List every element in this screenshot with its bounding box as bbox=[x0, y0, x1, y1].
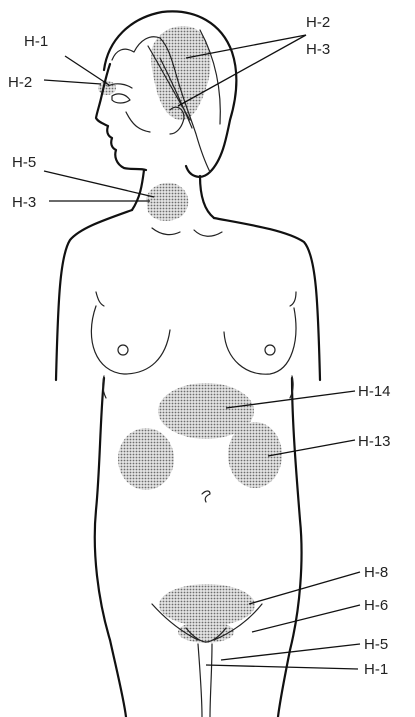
right-nipple bbox=[265, 345, 275, 355]
right-shoulder-arm bbox=[214, 218, 320, 380]
label-head-right-lower: H-3 bbox=[306, 41, 330, 58]
leader-lines bbox=[44, 35, 360, 669]
collarbone-left bbox=[152, 228, 180, 235]
cheek-line bbox=[126, 112, 150, 132]
zone-throat bbox=[146, 183, 188, 221]
left-breast bbox=[91, 306, 170, 374]
right-torso-side bbox=[278, 378, 302, 717]
inner-leg-left bbox=[198, 644, 202, 717]
left-nipple bbox=[118, 345, 128, 355]
label-pelvis-lower: H-5 bbox=[364, 636, 388, 653]
zone-temple bbox=[151, 26, 210, 120]
leader-pelvis-bottom bbox=[206, 665, 358, 669]
label-neck-upper: H-5 bbox=[12, 154, 36, 171]
inner-leg-right bbox=[210, 644, 212, 717]
leader-head-left-upper bbox=[65, 56, 109, 85]
face-profile bbox=[96, 64, 146, 170]
right-breast bbox=[224, 308, 296, 374]
zone-labels: H-1 H-2 H-2 H-3 H-5 H-3 H-14 H-13 H-8 H-… bbox=[8, 14, 391, 678]
leader-pelvis-middle bbox=[252, 605, 360, 632]
leader-neck-upper bbox=[44, 171, 154, 197]
zone-pelvis-lower bbox=[178, 621, 234, 643]
left-torso-side bbox=[95, 378, 126, 717]
label-neck-lower: H-3 bbox=[12, 194, 36, 211]
label-pelvis-upper: H-8 bbox=[364, 564, 388, 581]
zone-pelvis-upper bbox=[159, 584, 255, 626]
left-armpit-line bbox=[96, 292, 104, 306]
label-pelvis-bottom: H-1 bbox=[364, 661, 388, 678]
leader-pelvis-upper bbox=[249, 572, 360, 604]
leader-head-left-lower bbox=[44, 80, 101, 84]
label-upper-abdomen: H-14 bbox=[358, 383, 391, 400]
collarbone-right bbox=[194, 230, 222, 236]
neck-left bbox=[132, 170, 144, 210]
label-head-right-upper: H-2 bbox=[306, 14, 330, 31]
label-head-left-lower: H-2 bbox=[8, 74, 32, 91]
zone-left-abdomen bbox=[118, 428, 174, 490]
neck-right bbox=[200, 176, 214, 218]
label-right-abdomen: H-13 bbox=[358, 433, 391, 450]
eye-outline bbox=[112, 94, 130, 103]
right-armpit-line bbox=[290, 292, 296, 306]
label-pelvis-middle: H-6 bbox=[364, 597, 388, 614]
label-head-left-upper: H-1 bbox=[24, 33, 48, 50]
navel bbox=[202, 491, 210, 502]
